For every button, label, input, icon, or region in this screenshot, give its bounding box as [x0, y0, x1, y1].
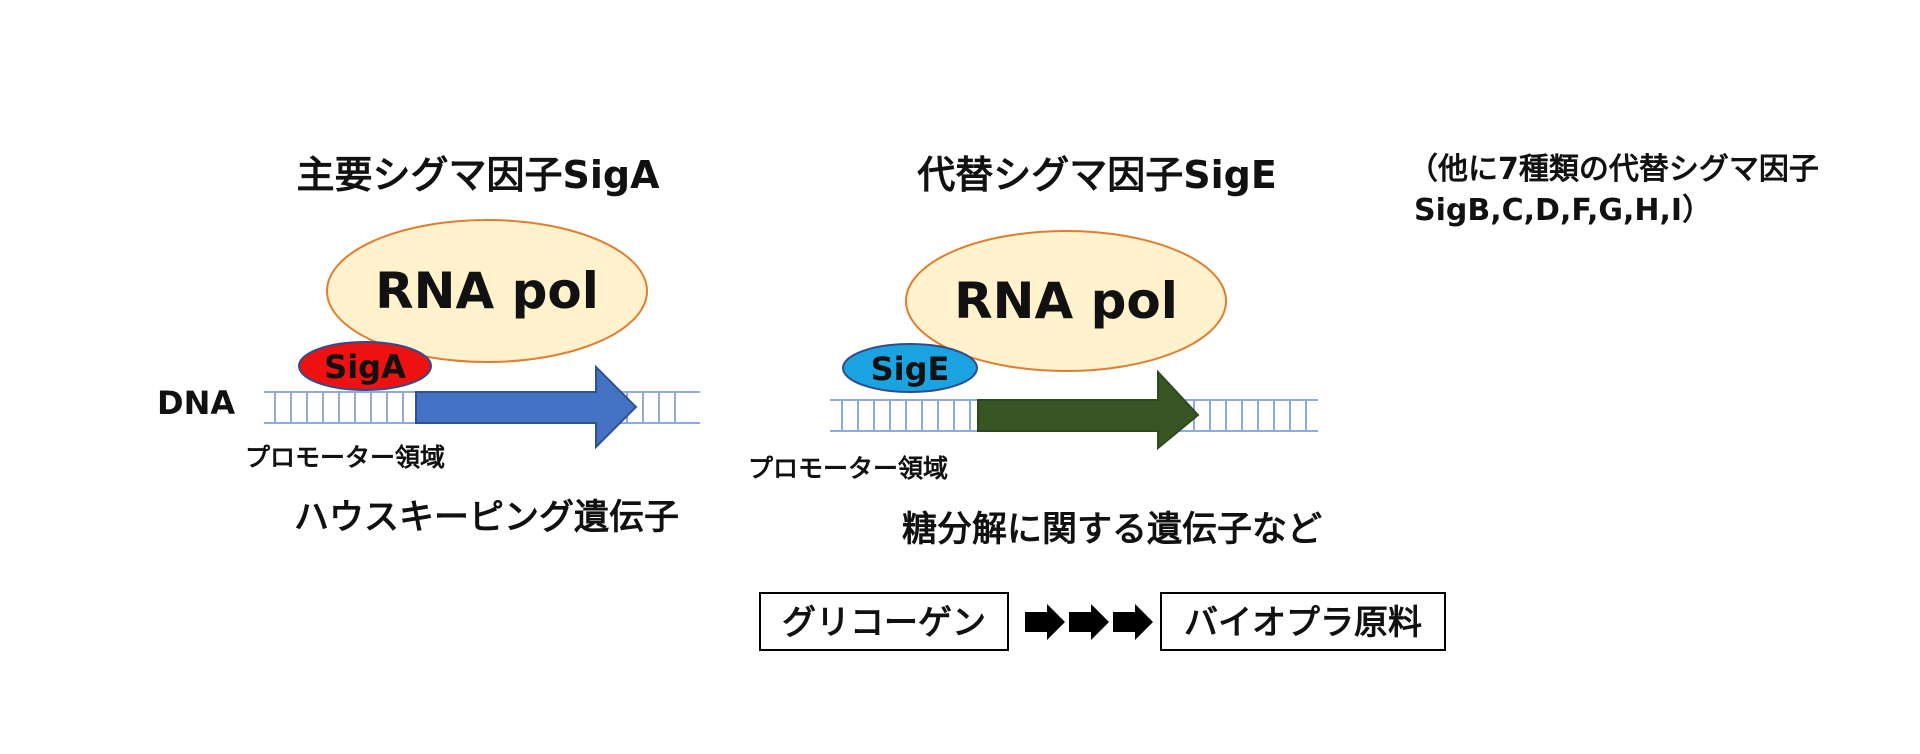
left-promoter-label: プロモーター領域 — [245, 443, 445, 472]
right-panel: 代替シグマ因子SigE RNA pol SigE プロモーター領域 糖分解に関す… — [748, 153, 1322, 550]
housekeeping-genes-label: ハウスキーピング遺伝子 — [294, 498, 679, 538]
pathway-arrow-icon — [1069, 604, 1109, 640]
glycogen-box — [759, 592, 1009, 651]
right-rna-polymerase-label: RNA pol — [954, 272, 1178, 330]
left-rna-polymerase-label: RNA pol — [375, 262, 599, 320]
glycogen-label: グリコーゲン — [782, 603, 986, 643]
sige-label: SigE — [871, 350, 950, 388]
glycolysis-gene-arrow — [977, 369, 1200, 451]
dna-label: DNA — [157, 384, 235, 422]
glycolysis-genes-label: 糖分解に関する遺伝子など — [902, 510, 1322, 550]
housekeeping-gene-arrow — [415, 364, 638, 450]
pathway-arrows — [1025, 604, 1153, 640]
pathway-arrow-icon — [1113, 604, 1153, 640]
pathway: グリコーゲン バイオプラ原料 — [759, 592, 1446, 651]
left-title: 主要シグマ因子SigA — [296, 153, 660, 197]
bioplastic-feedstock-label: バイオプラ原料 — [1184, 603, 1422, 643]
other-sigma-note: （他に7種類の代替シグマ因子 SigB,C,D,F,G,H,I） — [1408, 152, 1819, 228]
siga-label: SigA — [324, 348, 406, 386]
siga-factor — [298, 341, 432, 391]
right-title: 代替シグマ因子SigE — [917, 153, 1277, 197]
sige-factor — [842, 343, 978, 393]
pathway-arrow-icon — [1025, 604, 1065, 640]
right-rna-polymerase — [905, 230, 1227, 372]
note-line-1: （他に7種類の代替シグマ因子 — [1408, 152, 1819, 187]
note-line-2: SigB,C,D,F,G,H,I） — [1414, 193, 1712, 228]
right-promoter-label: プロモーター領域 — [748, 454, 948, 483]
left-panel: 主要シグマ因子SigA DNA RNA pol SigA プロモーター領域 ハウ… — [157, 153, 700, 538]
left-rna-polymerase — [326, 219, 648, 363]
bioplastic-feedstock-box — [1160, 592, 1446, 651]
